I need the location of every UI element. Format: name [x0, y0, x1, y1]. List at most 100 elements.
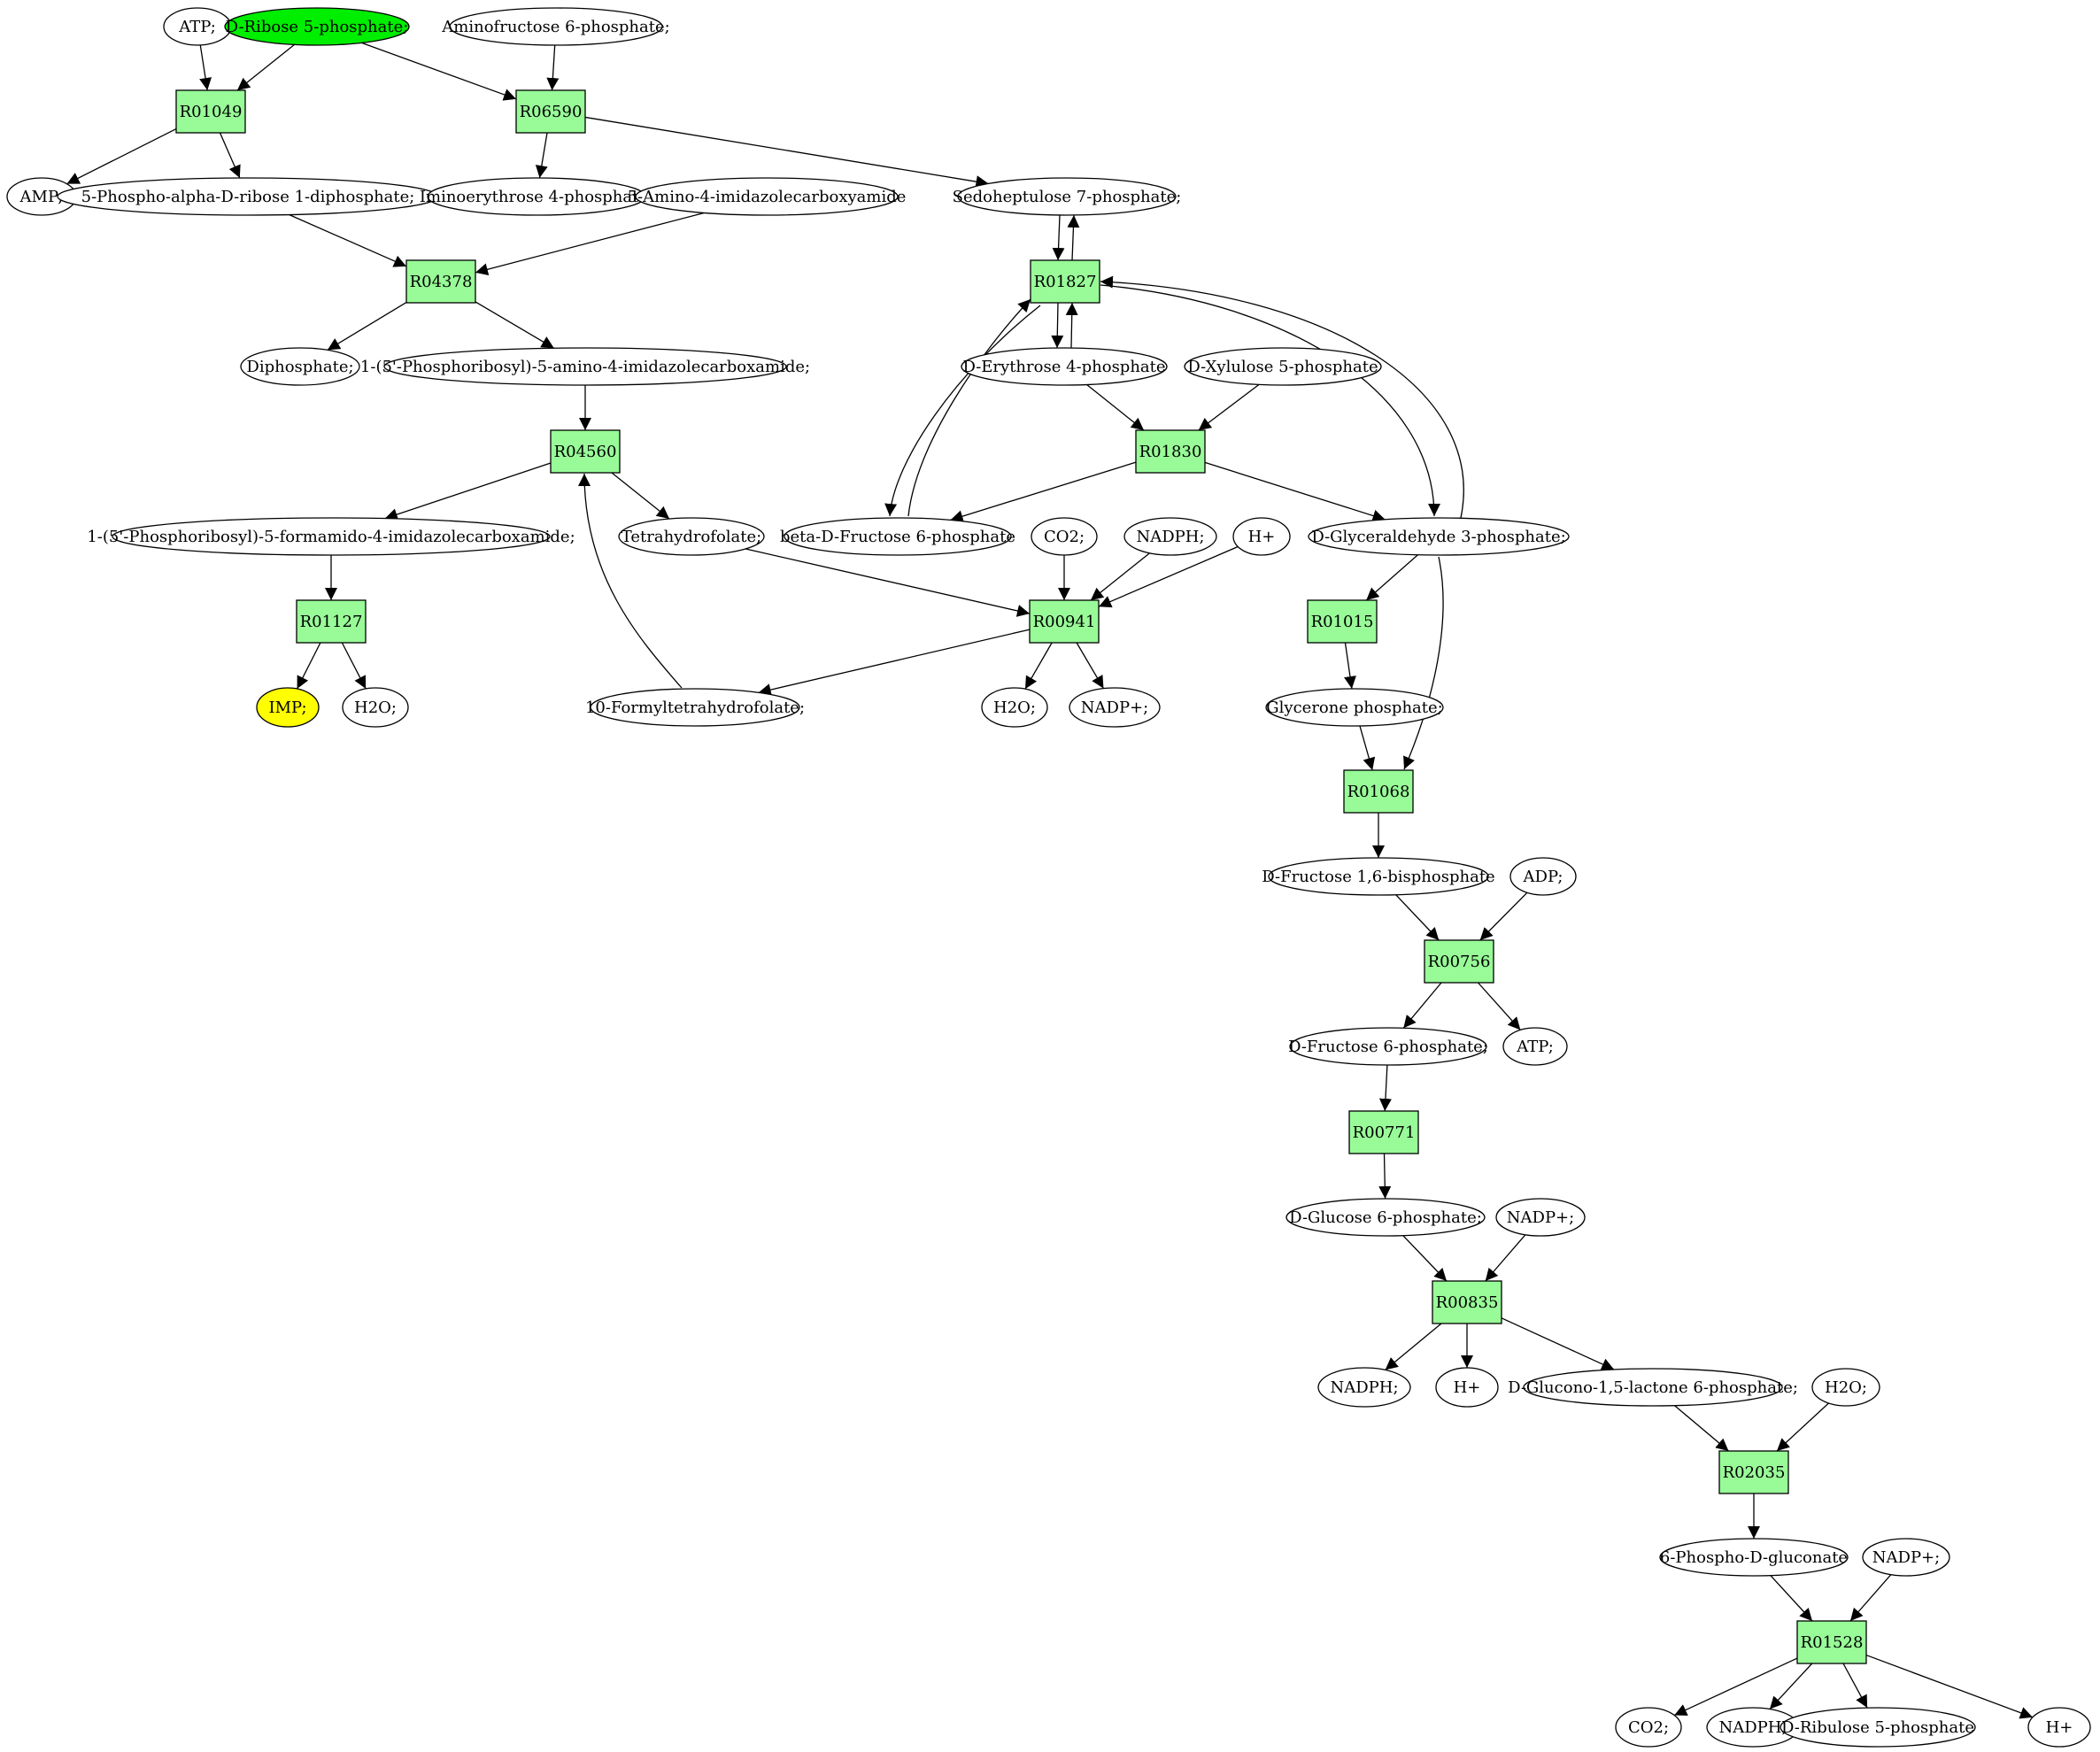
compound-label: H+ [2046, 1718, 2073, 1737]
compound-ellipse [590, 688, 800, 727]
compound-ellipse [1495, 1198, 1586, 1237]
compound-ellipse [1069, 687, 1161, 728]
reaction-node-R00835: R00835 [1432, 1280, 1502, 1324]
reaction-label: R04560 [554, 443, 617, 461]
compound-node-glucono: D-Glucono-1,5-lactone 6-phosphate; [1508, 1368, 1798, 1407]
reaction-node-R01049: R01049 [175, 89, 246, 134]
edge-nadpb-to-R00835 [1485, 1234, 1526, 1282]
edge-glucono-to-R02035 [1674, 1405, 1729, 1452]
edge-g3p-to-R01068 [1403, 556, 1444, 770]
edge-rib5p-to-R06590 [361, 42, 517, 101]
compound-node-prpp: 5-Phospho-alpha-D-ribose 1-diphosphate; [57, 177, 439, 216]
edge-R00756-to-atp2 [1478, 982, 1521, 1030]
compound-ellipse [961, 347, 1168, 386]
edge-R01827-to-s7p [1067, 214, 1080, 261]
edge-g6p-to-R00835 [1402, 1235, 1448, 1282]
edge-R01827-to-bf6p [884, 305, 1041, 517]
edge-thf-to-R00941 [745, 548, 1031, 617]
compound-node-rib5p: D-Ribose 5-phosphate; [224, 7, 410, 46]
compound-label: D-Ribose 5-phosphate; [226, 18, 409, 36]
compound-node-fbp: D-Fructose 1,6-bisphosphate [1262, 857, 1495, 896]
edge-R00835-to-nadphb [1385, 1323, 1442, 1370]
reaction-box [1343, 769, 1414, 814]
compound-ellipse [1811, 1368, 1880, 1407]
compound-label: Glycerone phosphate; [1266, 698, 1442, 717]
compound-label: D-Ribulose 5-phosphate [1781, 1718, 1974, 1737]
edge-ha-to-R00941 [1098, 545, 1239, 608]
compound-ellipse [1268, 857, 1489, 896]
edge-R00941-to-nadpa [1076, 642, 1105, 690]
compound-ellipse [1780, 1707, 1976, 1748]
reaction-label: R01127 [300, 613, 363, 631]
compound-node-co2b: CO2; [1615, 1707, 1682, 1748]
compound-node-iminoery: Iminoerythrose 4-phosphate; [420, 177, 653, 216]
compound-node-h2ob: H2O; [981, 687, 1048, 728]
compound-label: H2O; [1825, 1378, 1867, 1397]
compound-ellipse [2027, 1707, 2091, 1748]
edge-R00756-to-f6p [1402, 982, 1442, 1029]
compound-node-atp1: ATP; [163, 7, 232, 46]
compound-node-atp2: ATP; [1502, 1027, 1568, 1066]
reaction-box [1135, 429, 1206, 474]
compound-label: ATP; [1516, 1038, 1554, 1056]
reaction-box [1029, 599, 1100, 644]
compound-ellipse [1435, 1367, 1499, 1408]
compound-label: D-Erythrose 4-phosphate [962, 358, 1165, 376]
compound-label: H2O; [354, 698, 397, 717]
reaction-box [296, 599, 367, 644]
edge-R01015-to-dhap [1344, 642, 1356, 690]
edge-g3p-to-R01827 [1100, 275, 1464, 519]
reaction-label: R04378 [410, 273, 473, 291]
compound-node-fthf: 10-Formyltetrahydrofolate; [585, 688, 805, 727]
edge-R06590-to-s7p [584, 116, 989, 189]
compound-node-aminofru: Aminofructose 6-phosphate; [441, 7, 670, 46]
compound-ellipse [635, 177, 899, 216]
compound-node-g3p: D-Glyceraldehyde 3-phosphate; [1308, 517, 1570, 556]
compound-node-imp: IMP; [256, 687, 320, 728]
compound-ellipse [342, 687, 409, 728]
edge-R04378-to-aicar [475, 301, 555, 349]
compound-label: D-Fructose 1,6-bisphosphate [1262, 868, 1494, 886]
edge-R01049-to-amp [66, 128, 177, 185]
reaction-node-R01015: R01015 [1307, 599, 1378, 644]
edge-R01528-to-ru5p [1842, 1663, 1868, 1709]
edge-s7p-to-R01827 [1052, 214, 1065, 261]
compound-label: ADP; [1523, 868, 1563, 886]
reaction-box [1796, 1620, 1867, 1664]
compound-ellipse [1265, 688, 1444, 727]
compound-label: NADPH; [1330, 1378, 1398, 1397]
compound-ellipse [981, 687, 1048, 728]
edge-R01528-to-hc [1865, 1654, 2034, 1719]
compound-node-f6p: D-Fructose 6-phosphate; [1288, 1027, 1488, 1066]
reaction-box [405, 259, 476, 304]
reaction-box [550, 429, 621, 474]
edge-nadpha-to-R00941 [1090, 552, 1150, 601]
compound-ellipse [1289, 1027, 1487, 1066]
edge-R06590-to-iminoery [535, 132, 548, 179]
compound-ellipse [1232, 517, 1291, 556]
reaction-box [1030, 259, 1100, 304]
reaction-box [1424, 939, 1494, 984]
compound-ellipse [957, 177, 1177, 216]
compound-label: AMP; [19, 188, 64, 206]
edge-aminofru-to-R06590 [546, 44, 560, 91]
reaction-label: R00835 [1436, 1293, 1499, 1312]
reaction-box [515, 89, 586, 134]
edge-dhap-to-R01068 [1359, 725, 1376, 771]
compound-label: Aminofructose 6-phosphate; [441, 18, 669, 36]
edge-prpp-to-R04378 [289, 213, 407, 267]
compound-node-ha: H+ [1232, 517, 1291, 556]
compound-node-thf: Tetrahydrofolate; [618, 517, 765, 556]
reaction-label: R00756 [1428, 953, 1491, 971]
compound-label: H+ [1454, 1378, 1481, 1397]
compound-node-nadpc: NADP+; [1862, 1538, 1950, 1577]
edge-aica-to-R04378 [475, 212, 705, 276]
edge-xu5p-to-R01830 [1198, 383, 1260, 431]
edge-h2oc-to-R02035 [1776, 1402, 1829, 1452]
compound-ellipse [1615, 1707, 1682, 1748]
compound-node-co2a: CO2; [1031, 517, 1098, 556]
compound-node-nadpha: NADPH; [1123, 517, 1217, 556]
compound-node-aica: 5-Amino-4-imidazolecarboxyamide [628, 177, 906, 216]
reaction-label: R02035 [1723, 1463, 1786, 1482]
